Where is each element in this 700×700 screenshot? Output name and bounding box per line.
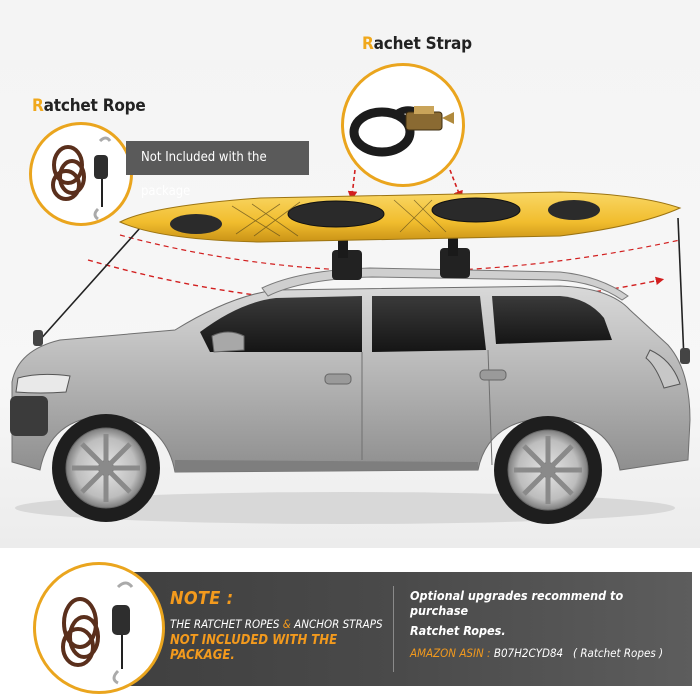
note-divider (393, 586, 394, 672)
note-title: NOTE : (170, 588, 234, 609)
upgrade-block: Optional upgrades recommend to purchase … (410, 588, 680, 660)
upgrade-line2: Ratchet Ropes. (410, 623, 506, 638)
arrow-to-strap-right (449, 169, 463, 201)
kayak-car-illustration (10, 169, 691, 524)
product-scene: Rachet Strap Ratchet Rope Not Included w… (0, 0, 700, 548)
kayak (118, 191, 682, 243)
not-included-tag: Not Included with the package (126, 141, 309, 199)
note-warning: NOT INCLUDED WITH THE PACKAGE. (170, 633, 338, 663)
note-section: NOTE : THE RATCHET ROPES & ANCHOR STRAPS… (0, 548, 700, 700)
bottom-ratchet-rope-image (61, 581, 134, 685)
upgrade-line1: Optional upgrades recommend to purchase (410, 588, 624, 618)
ratchet-rope-product-image (51, 136, 112, 221)
rear-tie-rope (677, 217, 685, 361)
note-block: NOTE : THE RATCHET ROPES & ANCHOR STRAPS… (170, 588, 390, 663)
note-line: THE RATCHET ROPES & ANCHOR STRAPS (170, 617, 383, 631)
ratchet-rope-circle (29, 122, 133, 226)
front-ratchet-pulley (33, 330, 43, 346)
rear-wheel (494, 416, 602, 524)
arrow-to-strap-left (347, 169, 358, 201)
front-wheel (52, 414, 160, 522)
ratchet-strap-product-image (349, 106, 454, 157)
ratchet-strap-title: Rachet Strap (362, 34, 472, 54)
ratchet-strap-circle (341, 63, 465, 187)
strap-arc-upper (119, 234, 681, 272)
note-band (104, 572, 692, 686)
rear-ratchet-pulley (680, 348, 690, 364)
bottom-ratchet-rope-circle (33, 562, 165, 694)
ratchet-rope-title: Ratchet Rope (32, 96, 146, 116)
asin-line: AMAZON ASIN : B07H2CYD84 ( Ratchet Ropes… (410, 646, 664, 660)
front-tie-rope (37, 227, 141, 343)
